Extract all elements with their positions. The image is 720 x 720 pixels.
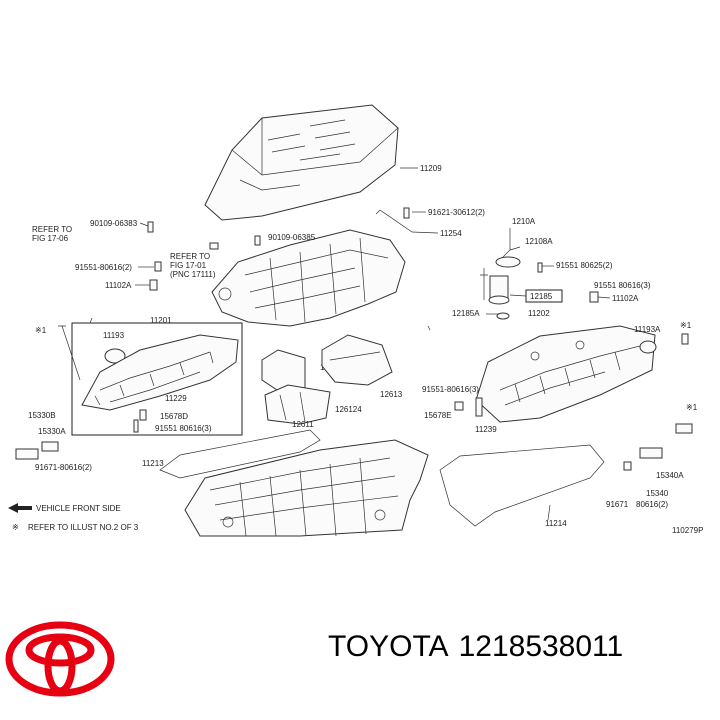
label-11102a-right: 11102A bbox=[612, 294, 639, 303]
label-star-1-right-mid: ※1 bbox=[686, 403, 698, 412]
label-80616-2-right: 80616(2) bbox=[636, 500, 668, 509]
engine-block bbox=[184, 439, 429, 537]
label-1210a: 1210A bbox=[512, 217, 536, 226]
label-12611: 12611 bbox=[292, 420, 314, 429]
label-11102a-left: 11102A bbox=[105, 281, 132, 290]
label-15340: 15340 bbox=[646, 489, 669, 498]
brand-part-number: TOYOTA 1218538011 bbox=[328, 630, 633, 664]
intake-manifold bbox=[211, 229, 406, 327]
label-vehicle-front: VEHICLE FRONT SIDE bbox=[36, 504, 121, 513]
label-star-1-left: ※1 bbox=[35, 326, 47, 335]
label-refer-1706: REFER TO bbox=[32, 225, 72, 234]
right-cylinder-head-cover bbox=[475, 325, 656, 423]
label-11254: 11254 bbox=[440, 229, 462, 238]
gasket-11213 bbox=[159, 429, 321, 479]
label-91551-80616-3-bottom: 91551 80616(3) bbox=[155, 424, 212, 433]
label-pnc-17111: (PNC 17111) bbox=[170, 270, 216, 279]
vehicle-front-arrow-icon bbox=[8, 503, 32, 513]
label-11209: 11209 bbox=[420, 164, 442, 173]
label-12185: 12185 bbox=[530, 292, 553, 301]
label-15330a: 15330A bbox=[38, 427, 66, 436]
label-15678d: 15678D bbox=[160, 412, 188, 421]
label-11229: 11229 bbox=[165, 394, 187, 403]
label-91551-80616-3-right: 91551 80616(3) bbox=[594, 281, 651, 290]
label-12185a: 12185A bbox=[452, 309, 480, 318]
timing-cover-12614 bbox=[261, 349, 306, 393]
timing-cover-12613 bbox=[321, 334, 393, 386]
label-11193: 11193 bbox=[103, 331, 125, 340]
label-11193a: 11193A bbox=[634, 325, 661, 334]
label-91671-80616: 91671-80616(2) bbox=[35, 463, 92, 472]
label-90109-06383: 90109-06383 bbox=[90, 219, 138, 228]
label-fig-1701: FIG 17-01 bbox=[170, 261, 207, 270]
label-91551-80616-2: 91551-80616(2) bbox=[75, 263, 132, 272]
label-15330b: 15330B bbox=[28, 411, 56, 420]
part-number: 1218538011 bbox=[458, 630, 624, 663]
label-15678e: 15678E bbox=[424, 411, 452, 420]
toyota-logo-icon bbox=[5, 621, 115, 697]
label-12108a: 12108A bbox=[525, 237, 553, 246]
label-11214: 11214 bbox=[545, 519, 567, 528]
manifold-bolts bbox=[147, 207, 413, 291]
label-refer-1701: REFER TO bbox=[170, 252, 210, 261]
label-126124: 126124 bbox=[335, 405, 362, 414]
right-vvt-solenoid bbox=[623, 423, 693, 471]
left-head-cover-box bbox=[71, 322, 243, 436]
label-star-1-right-top: ※1 bbox=[680, 321, 692, 330]
label-91671-right: 91671 bbox=[606, 500, 629, 509]
label-11201: 11201 bbox=[150, 316, 172, 325]
engine-cover-11209 bbox=[204, 104, 399, 221]
label-refer-illust: REFER TO ILLUST NO.2 OF 3 bbox=[28, 523, 139, 532]
left-cylinder-head-cover bbox=[81, 334, 239, 411]
label-15340a: 15340A bbox=[656, 471, 684, 480]
label-91551-80625: 91551 80625(2) bbox=[556, 261, 613, 270]
label-star-refer: ※ bbox=[12, 523, 19, 532]
label-91621-30612: 91621-30612(2) bbox=[428, 208, 485, 217]
label-11239: 11239 bbox=[475, 425, 497, 434]
label-91551-80616-mid: 91551-80616(3) bbox=[422, 385, 479, 394]
left-vvt-solenoid bbox=[15, 441, 59, 460]
gasket-11214 bbox=[439, 444, 605, 527]
label-figure-code: 110279P bbox=[672, 526, 703, 535]
label-12613: 12613 bbox=[380, 390, 403, 399]
brand-name: TOYOTA bbox=[328, 630, 449, 663]
label-11213: 11213 bbox=[142, 459, 164, 468]
oil-filler-cap bbox=[480, 256, 521, 320]
label-fig-1706: FIG 17-06 bbox=[32, 234, 69, 243]
bracket-126124 bbox=[264, 384, 331, 425]
label-90109-06385: 90109-06385 bbox=[268, 233, 316, 242]
label-11202: 11202 bbox=[528, 309, 550, 318]
